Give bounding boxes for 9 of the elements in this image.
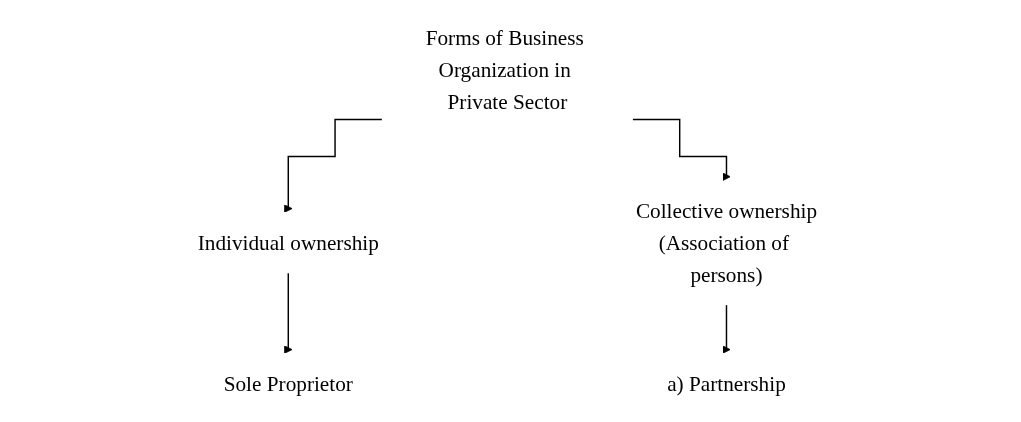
node-text: Individual ownership [197, 230, 379, 255]
node-text: a) Partnership [667, 371, 786, 396]
arrow [722, 304, 731, 354]
node-text: Collective ownership (Association of persons) [636, 198, 818, 287]
arrow [632, 118, 731, 181]
node-text: Forms of Business Organization in Private Sector [425, 26, 584, 114]
arrow [284, 272, 293, 354]
arrow [284, 118, 383, 213]
node-text: Sole Proprietor [223, 371, 354, 396]
